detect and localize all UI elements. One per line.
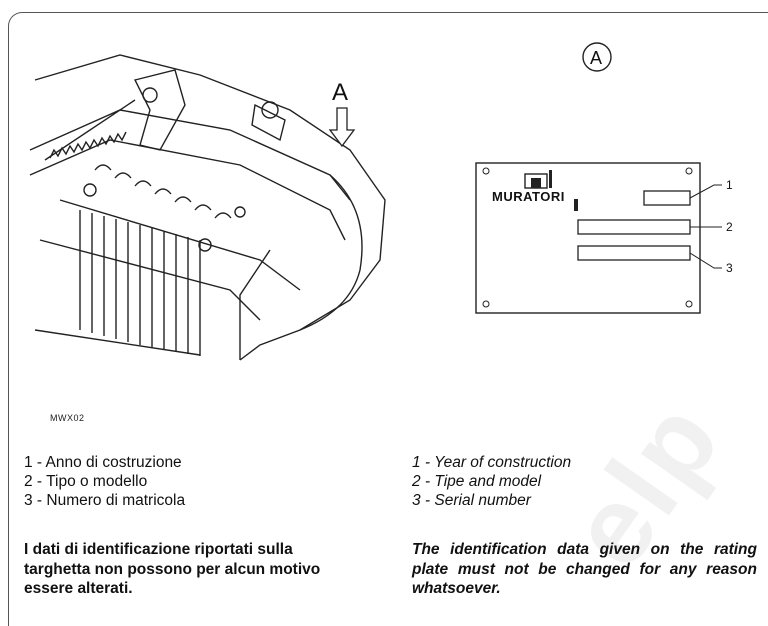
note-italian: I dati di identificazione riportati sull… [24, 541, 321, 597]
legend-item: 3 - Numero di matricola [24, 492, 186, 509]
callout-line-3 [689, 252, 722, 269]
arrow-a [328, 107, 356, 148]
machine-drawing [29, 54, 386, 361]
rating-plate: MURATORI [475, 162, 722, 314]
legend-item: 1 - Anno di costruzione [24, 454, 182, 471]
legend-item: 1 - Year of construction [412, 454, 572, 471]
circle-marker [582, 42, 612, 72]
figure-code: MWX02 [50, 413, 85, 423]
circle-label: A [590, 48, 602, 68]
legend-item: 3 - Serial number [412, 492, 531, 509]
note-english: The identification data given on the rat… [412, 541, 757, 597]
legend-italian: 1 - Anno di costruzione 2 - Tipo o model… [24, 453, 185, 510]
legend-item: 2 - Tipe and model [412, 473, 542, 490]
callout-1: 1 [726, 178, 733, 192]
page-frame [8, 12, 768, 626]
callout-line-1 [689, 184, 722, 199]
brand-text: MURATORI [492, 189, 565, 204]
legend-english: 1 - Year of construction 2 - Tipe and mo… [412, 453, 571, 510]
legend-item: 2 - Tipo o modello [24, 473, 148, 490]
callout-2: 2 [726, 220, 733, 234]
muratori-logo [524, 170, 552, 189]
arrow-label: A [332, 79, 348, 106]
callout-3: 3 [726, 261, 733, 275]
